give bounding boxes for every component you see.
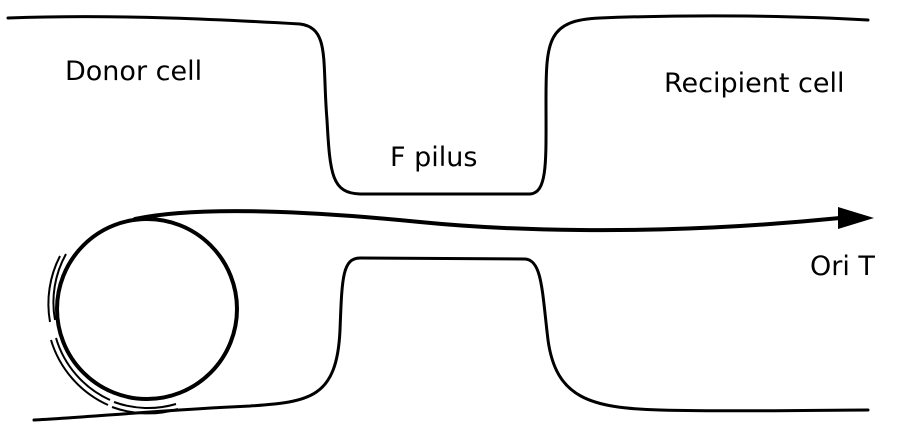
plasmid-dna (55, 217, 239, 401)
plasmid-strand-segment-inner (47, 255, 61, 323)
transfer-arrowhead (838, 207, 874, 229)
plasmid-strand-segment-outer (52, 253, 67, 321)
ori-t-label: Ori T (810, 251, 875, 282)
f-pilus-label: F pilus (390, 142, 477, 173)
upper-membrane-outline (6, 14, 870, 196)
plasmid-strand-segment-lower-inner (50, 339, 109, 406)
plasmid-strand-segment-lower-outer (55, 337, 111, 401)
plasmid-strand-segment-bottom-outer (113, 401, 177, 409)
donor-cell-label: Donor cell (65, 56, 202, 87)
recipient-cell-label: Recipient cell (664, 68, 845, 99)
lower-membrane-outline (32, 256, 870, 422)
plasmid-strand-segment-bottom-inner (111, 406, 179, 415)
transferred-dna-strand (133, 209, 842, 233)
